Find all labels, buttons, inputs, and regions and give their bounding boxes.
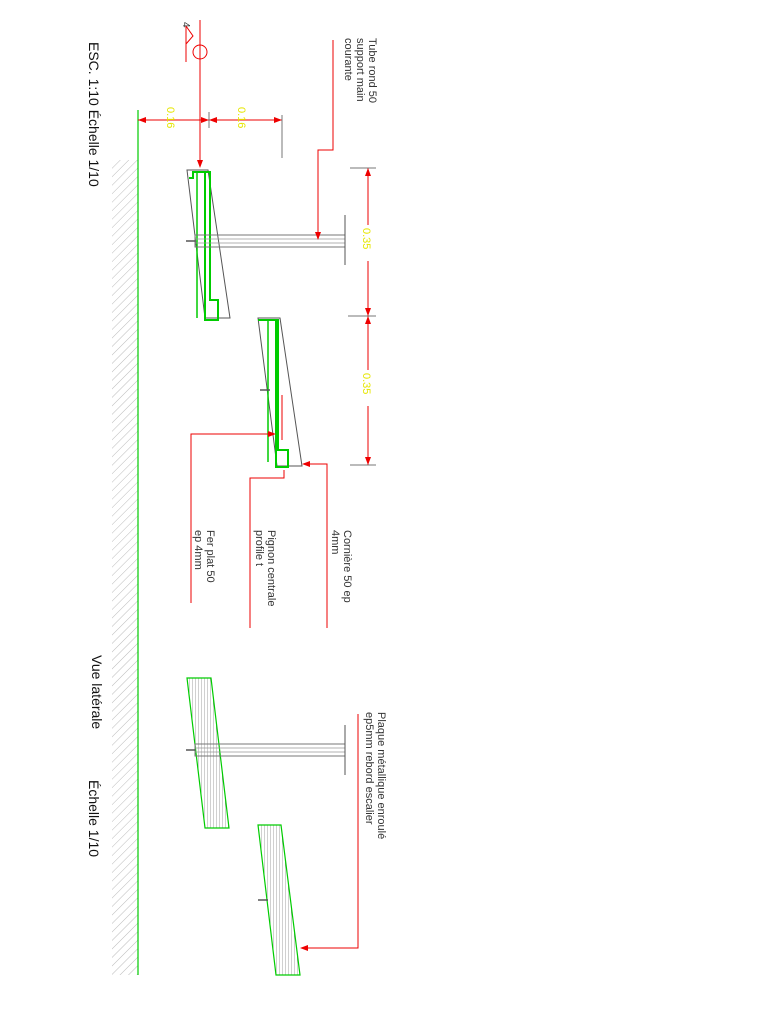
leader-tube-arrow (315, 232, 321, 240)
step-side-upper (186, 677, 346, 829)
leader-plaque-arrow (300, 945, 308, 951)
dimension-text-horizontal-left: 0.16 (164, 107, 176, 128)
label-plaque-line-2: ep5mm rebord escalier (363, 712, 375, 825)
label-corniere-line-2: 4mm (329, 530, 341, 554)
svg-text:4: 4 (180, 22, 191, 28)
label-fer-plat-line-1: Fer plat 50 (204, 530, 216, 583)
handrail-post-upper (186, 215, 346, 265)
step-section-upper (186, 169, 231, 321)
label-plaque-line-1: Plaque métallique enroulé (375, 712, 387, 839)
label-tube-line-1: Tube rond 50 (366, 38, 378, 103)
label-tube-line-2: support main (354, 38, 366, 102)
label-pignon-line-1: Pignon centrale (265, 530, 277, 606)
label-fer-plat-line-2: ep 4mm (192, 530, 204, 570)
leader-plaque (308, 714, 359, 949)
view-scale: Échelle 1/10 (86, 780, 102, 857)
label-pignon: Pignon centrale profile t (253, 530, 277, 606)
leader-corniere-arrow (302, 461, 310, 467)
leader-tube (317, 40, 334, 232)
label-tube-line-3: courante (342, 38, 354, 81)
step-section-lower (257, 317, 303, 468)
leader-corniere (310, 463, 328, 628)
dimension-text-horizontal-right: 0.16 (235, 107, 247, 128)
dimension-horizontal (138, 112, 283, 158)
label-corniere: Cornière 50 ep 4mm (329, 530, 353, 603)
label-plaque: Plaque métallique enroulé ep5mm rebord e… (363, 712, 387, 839)
dimension-text-vertical-bottom: 0.35 (360, 373, 372, 394)
step-side-lower (257, 824, 301, 976)
level-marker: 4 (180, 20, 208, 168)
sheet-header-scale: ESC. 1:10 Échelle 1/10 (86, 42, 102, 187)
view-title: Vue latérale (89, 655, 105, 729)
label-fer-plat: Fer plat 50 ep 4mm (192, 530, 216, 583)
dimension-text-vertical-top: 0.35 (360, 228, 372, 249)
label-pignon-line-2: profile t (253, 530, 265, 566)
label-corniere-line-1: Cornière 50 ep (341, 530, 353, 603)
leader-fer-plat-arrow (268, 431, 276, 437)
label-tube: Tube rond 50 support main courante (342, 38, 378, 103)
leader-pignon (249, 470, 285, 628)
dimension-vertical (348, 167, 376, 466)
leader-fer-plat (190, 433, 268, 603)
ground-hatch (112, 160, 138, 975)
